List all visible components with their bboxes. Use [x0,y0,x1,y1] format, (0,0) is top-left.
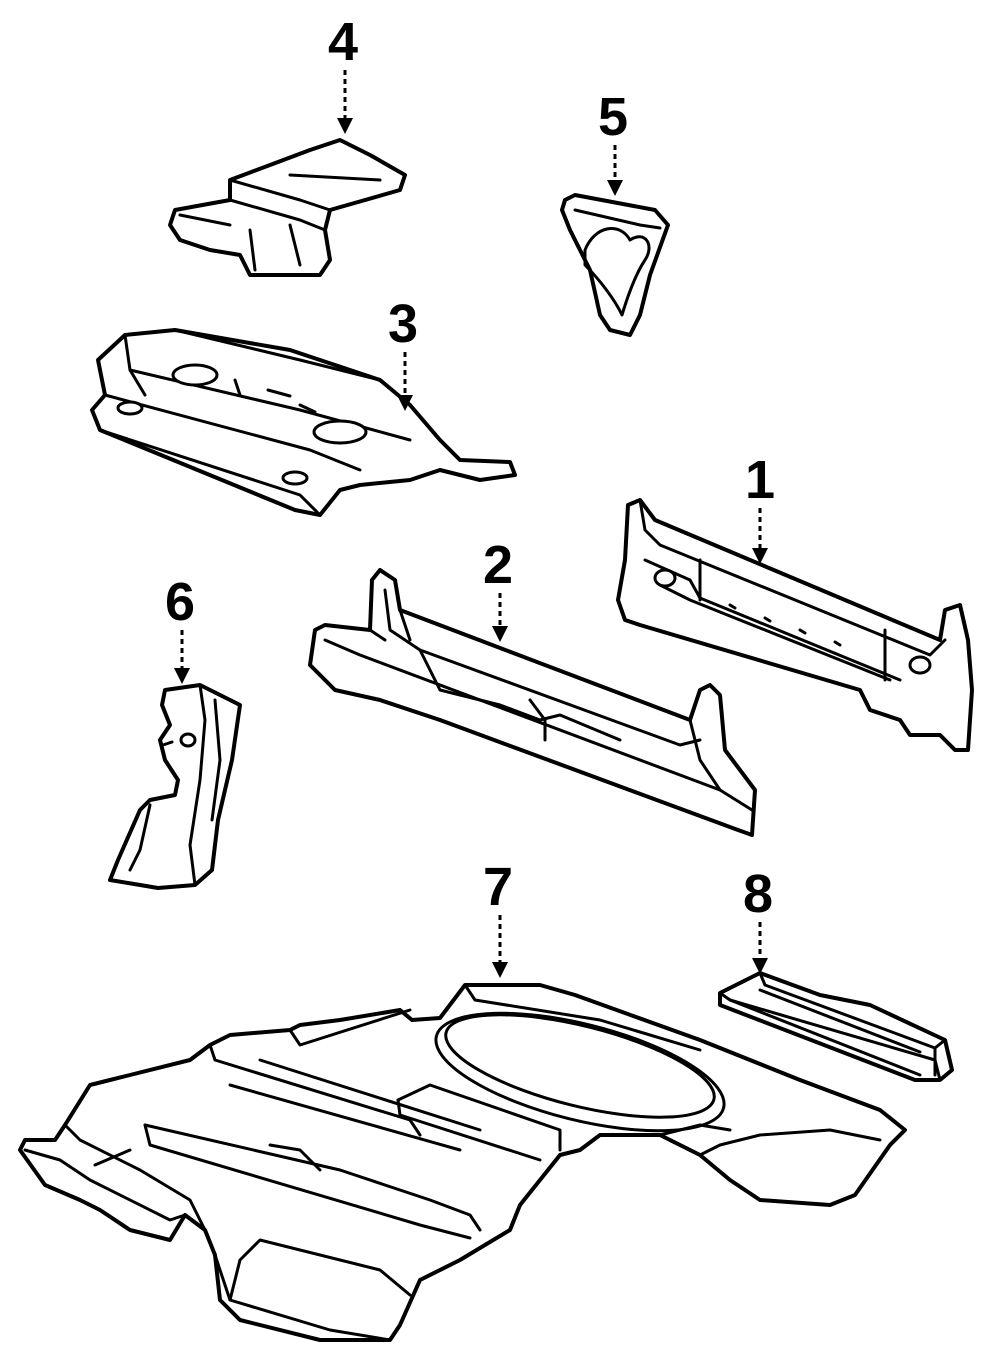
callout-2-number: 2 [483,535,513,595]
part-7-floor-pan[interactable] [18,983,907,1342]
callout-7-arrow [492,962,508,978]
part-6-side-extension[interactable] [108,683,242,890]
callout-5: 5 [598,87,628,196]
part-2-crossmember[interactable] [308,568,757,837]
callout-4: 4 [328,12,358,134]
callout-1-number: 1 [745,450,775,510]
callout-3: 3 [388,294,418,411]
callout-3-arrow [397,395,413,411]
callout-8-number: 8 [743,864,773,924]
callout-5-number: 5 [598,87,628,147]
callout-7-number: 7 [483,857,513,917]
callout-1-arrow [752,548,768,564]
callout-4-arrow [337,118,353,134]
callout-7: 7 [483,857,513,978]
callout-2-arrow [492,626,508,642]
callout-6: 6 [165,572,195,684]
callout-4-number: 4 [328,12,358,72]
callout-2: 2 [483,535,513,642]
callout-5-arrow [607,180,623,196]
part-4-bracket[interactable] [168,138,407,277]
callout-6-number: 6 [165,572,195,632]
part-8-reinforcement[interactable] [718,971,954,1082]
callout-8: 8 [743,864,773,974]
part-3-package-tray[interactable] [90,328,517,517]
callout-1: 1 [745,450,775,564]
part-1-rear-panel[interactable] [616,498,974,752]
callout-8-arrow [752,958,768,974]
callout-3-number: 3 [388,294,418,354]
callout-6-arrow [174,668,190,684]
part-5-gusset[interactable] [560,193,670,337]
